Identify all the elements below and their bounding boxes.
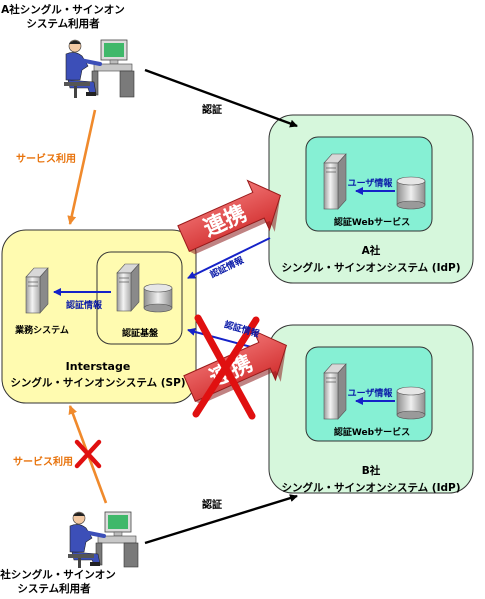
business-system-server-icon [25,267,49,314]
sp-title-line2: シングル・サインオンシステム (SP) [10,376,185,389]
user-b-person-computer-icon [68,511,139,568]
renkei-b-blocked-x-icon [192,314,260,420]
idp-a-title-line1: A社 [362,244,381,257]
idp-a-title-line2: シングル・サインオンシステム (IdP) [281,261,460,274]
user-a-service-use-label: サービス利用 [16,152,76,165]
idp-a-auth-info-label: 認証情報 [208,254,247,281]
user-a-person-computer-icon [64,39,135,98]
idp-b-title-line1: B社 [362,464,381,477]
auth-platform-db-icon [143,283,173,313]
idp-b-server-icon [323,363,347,420]
user-b-label-line1: B社シングル・サインオン [0,568,116,581]
user-b-auth-label: 認証 [202,498,222,511]
idp-a-web-service-label: 認証Webサービス [334,216,410,228]
sp-title-line1: Interstage [66,360,131,373]
idp-b-title-line2: シングル・サインオンシステム (IdP) [281,481,460,494]
idp-a-user-info-label: ユーザ情報 [348,177,394,189]
idp-b-web-service-label: 認証Webサービス [334,426,410,438]
user-a-auth-label: 認証 [202,103,222,116]
idp-a-auth-info-arrow [187,237,271,279]
auth-platform-label: 認証基盤 [122,327,159,339]
business-system-label: 業務システム [14,324,69,336]
idp-a-server-icon [323,153,347,210]
user-b-service-use-label: サービス利用 [13,455,73,468]
user-a-service-use-arrow [67,109,97,225]
user-a-auth-arrow [144,68,298,128]
auth-platform-server-icon [116,263,140,312]
sp-auth-info-label: 認証情報 [66,299,103,311]
user-a-label-line2: システム利用者 [26,17,100,30]
user-b-service-blocked-x-icon [74,439,102,469]
user-a-label-line1: A社シングル・サインオン [1,3,125,16]
user-b-auth-arrow [144,494,298,545]
user-b-label-line2: システム利用者 [17,582,91,595]
idp-b-db-icon [396,386,426,420]
idp-b-user-info-label: ユーザ情報 [348,387,394,399]
idp-a-db-icon [396,176,426,210]
